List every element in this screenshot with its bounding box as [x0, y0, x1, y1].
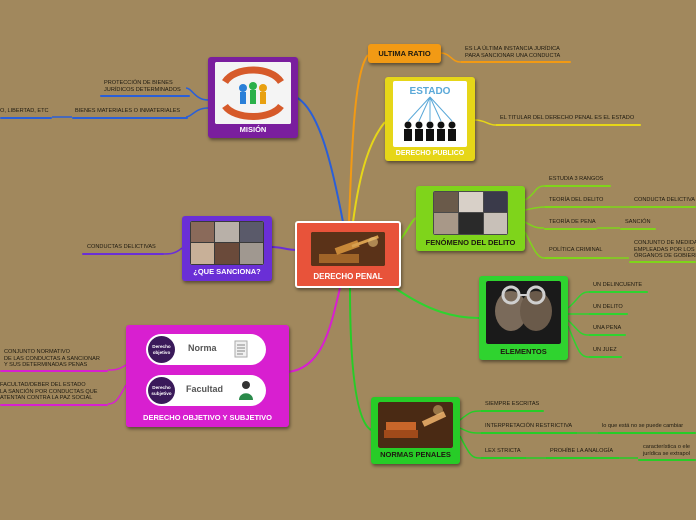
ele-leaf-2[interactable]: UN DELITO: [593, 304, 623, 310]
mision-leaf-2-underline: [72, 117, 188, 119]
ele-leaf-2-underline: [588, 313, 628, 315]
objetivo-leaf-2[interactable]: FACULTAD/DEBER DEL ESTADO LA SANCIÓN POR…: [0, 382, 98, 402]
mision-leaf-1[interactable]: PROTECCIÓN DE BIENES JURÍDICOS DETERMINA…: [104, 80, 181, 93]
nor-leaf-2[interactable]: INTERPRETACIÓN RESTRICTIVA: [485, 423, 573, 429]
objetivo-leaf-1[interactable]: CONJUNTO NORMATIVO DE LAS CONDUCTAS A SA…: [4, 349, 100, 369]
fen-leaf-4-underline: [544, 257, 611, 259]
nor-leaf-3[interactable]: LEX STRICTA: [485, 448, 521, 454]
objetivo-card: Derecho objetivo Norma: [146, 334, 266, 365]
sanciona-leaf-1-underline: [82, 253, 164, 255]
elementos-node[interactable]: ELEMENTOS: [479, 276, 568, 360]
elementos-image: [486, 281, 561, 344]
ele-leaf-1[interactable]: UN DELINCUENTE: [593, 282, 643, 288]
fen-leaf-2a-underline: [629, 206, 696, 208]
derecho-publico-title: DERECHO PUBLICO: [395, 150, 465, 157]
fenomeno-image: [433, 191, 508, 235]
subjetivo-label: Facultad: [186, 384, 224, 394]
fen-leaf-2-underline: [544, 206, 611, 208]
nor-leaf-1[interactable]: SIEMPRE ESCRITAS: [485, 401, 540, 407]
handcuffs-icon: [486, 281, 561, 344]
fen-leaf-3a[interactable]: SANCIÓN: [625, 219, 651, 225]
fenomeno-node[interactable]: FENÓMENO DEL DELITO: [416, 186, 525, 251]
ultima-ratio-node[interactable]: ULTIMA RATIO: [368, 44, 441, 63]
state-people-icon: ESTADO: [404, 86, 456, 141]
crime-collage-icon: [190, 221, 264, 265]
ele-leaf-4-underline: [588, 356, 622, 358]
sanciona-leaf-1[interactable]: CONDUCTAS DELICTIVAS: [87, 244, 156, 250]
center-title: DERECHO PENAL: [313, 272, 383, 281]
nor-leaf-3b[interactable]: característica o ele jurídica se extrapo…: [643, 444, 690, 457]
gavel-image: [311, 232, 385, 266]
que-sanciona-node[interactable]: ¿QUE SANCIONA?: [182, 216, 272, 281]
estado-image: ESTADO: [393, 81, 467, 147]
derecho-objetivo-node[interactable]: Derecho objetivo Norma Derecho subjetivo…: [126, 325, 289, 427]
mision-leaf-2[interactable]: BIENES MATERIALES O INMATERIALES: [75, 108, 181, 114]
mision-title: MISIÓN: [239, 125, 267, 134]
objetivo-label: Norma: [188, 343, 217, 353]
ultima-leaf-1-underline: [460, 61, 571, 63]
nor-leaf-3a-underline: [545, 457, 620, 459]
nor-leaf-3a[interactable]: PROHÍBE LA ANALOGÍA: [550, 448, 614, 454]
que-sanciona-title: ¿QUE SANCIONA?: [193, 267, 261, 276]
nor-leaf-2-underline: [480, 432, 578, 434]
publico-leaf-1-underline: [495, 124, 641, 126]
que-sanciona-image: [190, 221, 264, 265]
objetivo-badge: Derecho objetivo: [148, 336, 175, 363]
normas-title: NORMAS PENALES: [380, 450, 451, 459]
fen-leaf-4a[interactable]: CONJUNTO DE MEDIDAS EMPLEADAS POR LOS ÓR…: [634, 240, 696, 260]
elementos-title: ELEMENTOS: [500, 347, 547, 356]
fen-leaf-3[interactable]: TEORÍA DE PENA: [549, 219, 596, 225]
ultima-leaf-1[interactable]: ES LA ÚLTIMA INSTANCIA JURÍDICA PARA SAN…: [465, 46, 561, 59]
normas-node[interactable]: NORMAS PENALES: [371, 397, 460, 464]
objetivo-leaf-2-underline: [0, 404, 108, 406]
fen-leaf-1[interactable]: ESTUDIA 3 RANGOS: [549, 176, 604, 182]
derecho-publico-node[interactable]: ESTADO DERECHO PUBLICO: [385, 77, 475, 161]
fen-leaf-3-underline: [544, 228, 597, 230]
ele-leaf-1-underline: [588, 291, 648, 293]
publico-leaf-1[interactable]: EL TITULAR DEL DERECHO PENAL ES EL ESTAD…: [500, 115, 635, 121]
crime-scene-icon: [433, 191, 508, 235]
center-node[interactable]: DERECHO PENAL: [295, 221, 401, 288]
mision-node[interactable]: MISIÓN: [208, 57, 298, 138]
derecho-objetivo-title: DERECHO OBJETIVO Y SUBJETIVO: [143, 413, 272, 422]
ele-leaf-4[interactable]: UN JUEZ: [593, 347, 617, 353]
normas-image: [378, 402, 453, 448]
fen-leaf-4[interactable]: POLÍTICA CRIMINAL: [549, 247, 603, 253]
fen-leaf-4a-underline: [629, 261, 696, 263]
ele-leaf-3[interactable]: UNA PENA: [593, 325, 622, 331]
fen-leaf-3a-underline: [620, 228, 656, 230]
mision-leaf-3[interactable]: O, LIBERTAD, ETC: [0, 108, 49, 114]
subjetivo-card: Derecho subjetivo Facultad: [146, 375, 266, 406]
gavel-icon: [311, 232, 385, 266]
ele-leaf-3-underline: [588, 334, 626, 336]
nor-leaf-2a-underline: [597, 432, 696, 434]
fen-leaf-2[interactable]: TEORÍA DEL DELITO: [549, 197, 604, 203]
mision-leaf-3-underline: [0, 117, 52, 119]
nor-leaf-3-underline: [480, 457, 527, 459]
nor-leaf-1-underline: [480, 410, 544, 412]
nor-leaf-2a[interactable]: lo que está no se puede cambiar: [602, 423, 684, 429]
protecting-hands-icon: [215, 62, 291, 124]
ultima-ratio-title: ULTIMA RATIO: [378, 49, 431, 58]
fen-leaf-2a[interactable]: CONDUCTA DELICTIVA: [634, 197, 696, 203]
fenomeno-title: FENÓMENO DEL DELITO: [425, 238, 516, 247]
fen-leaf-1-underline: [544, 185, 611, 187]
subjetivo-badge: Derecho subjetivo: [148, 377, 175, 404]
objetivo-leaf-1-underline: [0, 370, 108, 372]
nor-leaf-3b-underline: [638, 459, 696, 461]
estado-title: ESTADO: [410, 86, 451, 97]
mision-image: [215, 62, 291, 124]
mision-leaf-1-underline: [100, 95, 190, 97]
person-icon: [239, 381, 253, 400]
law-books-icon: [378, 402, 453, 448]
document-icon: [234, 340, 248, 358]
